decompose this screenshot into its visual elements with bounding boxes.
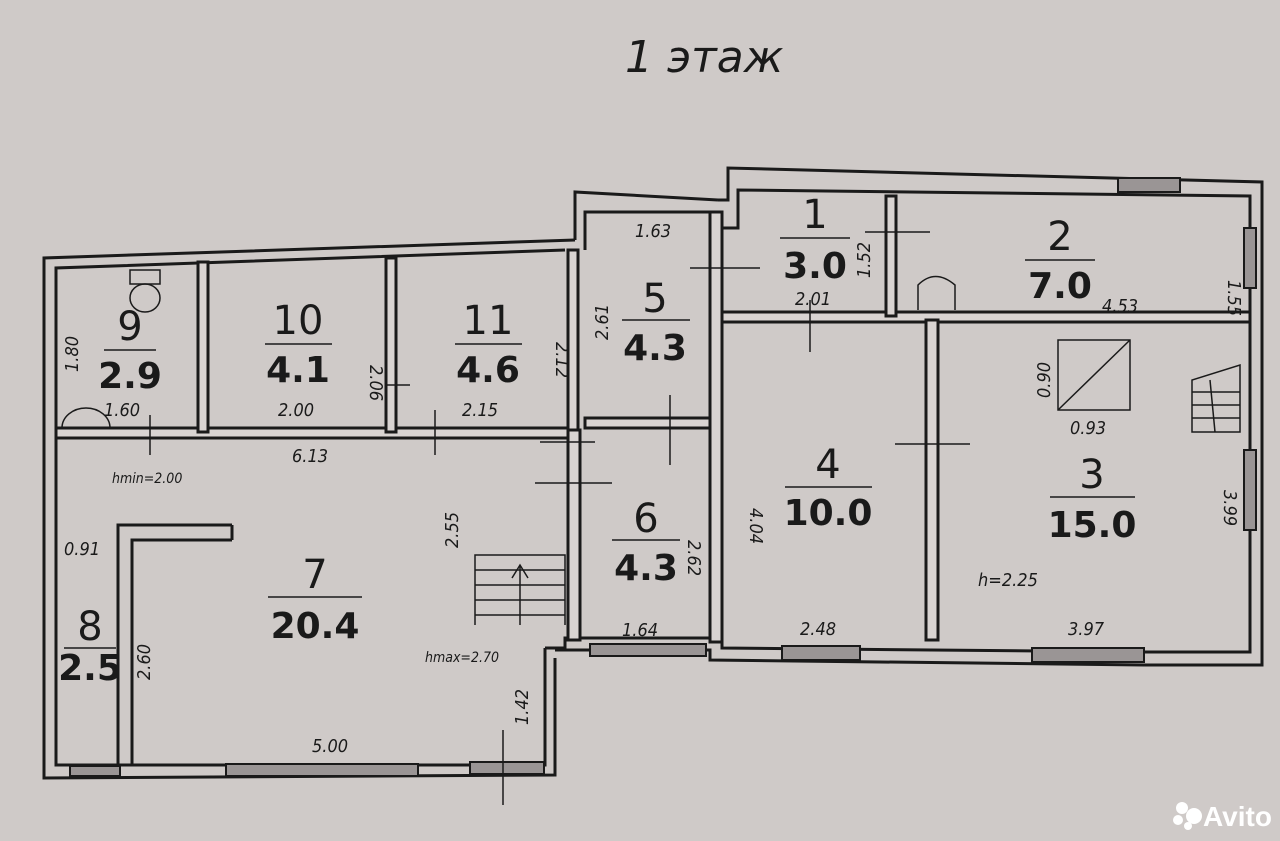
- exterior-walls: [42, 166, 1264, 780]
- room-1-label: 1 3.0: [780, 192, 850, 287]
- avito-wordmark: Avito: [1203, 801, 1272, 832]
- dim-label: hmin=2.00: [112, 471, 182, 487]
- dim-label: 1.64: [622, 620, 658, 641]
- avito-logo-icon: [1176, 802, 1188, 814]
- room-8-label: 8 2.5: [58, 604, 122, 689]
- fixtures: [61, 269, 1241, 625]
- room-11-label: 11 4.6: [455, 298, 522, 391]
- room-5-label: 5 4.3: [622, 276, 690, 369]
- dim-label: 1.42: [512, 689, 533, 725]
- dim-label: 1.60: [104, 400, 140, 421]
- room-9-area: 2.9: [98, 356, 162, 397]
- room-1-area: 3.0: [783, 246, 847, 287]
- room-7-label: 7 20.4: [268, 552, 362, 647]
- dim-label: 2.62: [683, 540, 704, 576]
- room-10-label: 10 4.1: [265, 298, 332, 391]
- dim-label: 1.63: [635, 221, 671, 242]
- room-1-number: 1: [802, 192, 827, 238]
- room-4-area: 10.0: [784, 493, 873, 534]
- room-6-label: 6 4.3: [612, 496, 680, 589]
- dim-label: 2.06: [365, 365, 386, 401]
- dimension-labels: 1.63 1.52 1.55 2.01 4.53 2.61 0.90 0.93 …: [62, 221, 1244, 757]
- room-labels: 1 3.0 2 7.0 3 15.0 4 10.0 5 4.3 6 4.3: [58, 192, 1136, 689]
- room-8-number: 8: [77, 604, 102, 650]
- room-6-number: 6: [633, 496, 658, 542]
- dim-label: 3.97: [1068, 619, 1105, 640]
- room-11-area: 4.6: [456, 350, 520, 391]
- room-3-area: 15.0: [1048, 505, 1137, 546]
- dim-label: 2.55: [442, 512, 463, 548]
- dim-label: 4.04: [745, 508, 766, 544]
- dim-label: 2.48: [800, 619, 836, 640]
- door-marks: [149, 231, 970, 805]
- room-5-number: 5: [642, 276, 667, 322]
- room-2-area: 7.0: [1028, 266, 1092, 307]
- room-6-area: 4.3: [614, 548, 678, 589]
- dim-label: 6.13: [292, 446, 328, 467]
- windows: [69, 177, 1257, 777]
- room-5-area: 4.3: [623, 328, 687, 369]
- room-4-number: 4: [815, 442, 840, 488]
- dim-label: 2.15: [462, 400, 498, 421]
- dim-label: 2.12: [551, 342, 572, 378]
- dim-label: 1.80: [62, 336, 83, 372]
- room-9-label: 9 2.9: [98, 304, 162, 397]
- room-3-number: 3: [1079, 452, 1104, 498]
- dim-label: h=2.25: [978, 570, 1038, 591]
- dim-label: 5.00: [312, 736, 348, 757]
- room-4-label: 4 10.0: [784, 442, 873, 534]
- dim-label: 2.60: [134, 644, 155, 680]
- interior-walls: [54, 194, 1252, 765]
- room-2-number: 2: [1047, 214, 1072, 260]
- dim-label: 2.00: [278, 400, 314, 421]
- room-3-label: 3 15.0: [1048, 452, 1137, 546]
- dim-label: 0.91: [64, 539, 100, 560]
- room-9-number: 9: [117, 304, 142, 350]
- room-2-label: 2 7.0: [1025, 214, 1095, 307]
- room-7-number: 7: [302, 552, 327, 598]
- room-10-area: 4.1: [266, 350, 330, 391]
- dim-label: 2.61: [592, 304, 613, 340]
- room-11-number: 11: [463, 298, 514, 344]
- dim-label: 0.90: [1034, 362, 1055, 398]
- dim-label: 1.55: [1223, 280, 1244, 316]
- dim-label: 2.01: [795, 289, 831, 310]
- dim-label: 3.99: [1219, 490, 1240, 526]
- dim-label: 1.52: [854, 242, 875, 278]
- avito-watermark: Avito: [1173, 801, 1272, 832]
- dim-label: 0.93: [1070, 418, 1106, 439]
- floor-title: 1 этаж: [625, 32, 784, 83]
- dim-label: 4.53: [1102, 296, 1138, 317]
- dim-label: hmax=2.70: [425, 650, 499, 666]
- room-10-number: 10: [273, 298, 324, 344]
- room-8-area: 2.5: [58, 648, 122, 689]
- room-7-area: 20.4: [271, 606, 360, 647]
